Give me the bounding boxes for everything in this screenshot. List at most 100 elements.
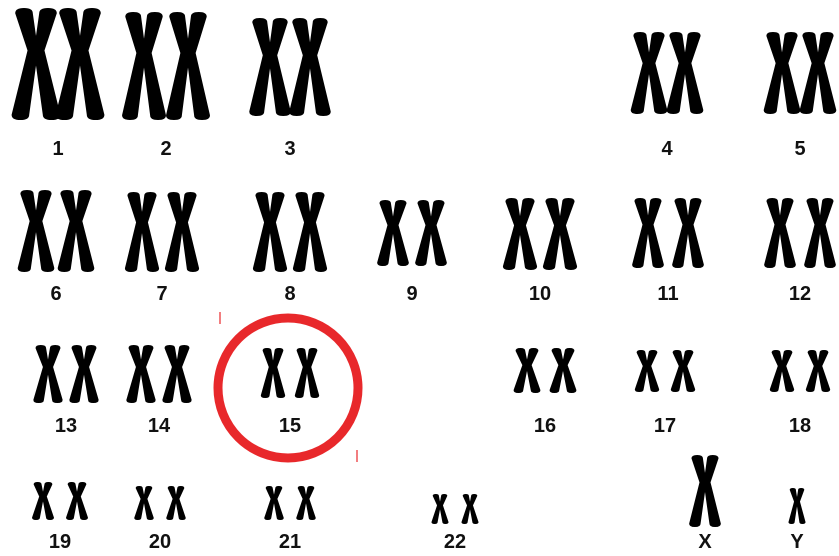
pair-label-4: 4 [661,138,673,160]
chromosome-homolog-a [134,486,154,520]
pair-label-x: X [698,531,712,553]
chromatid [42,482,54,520]
pair-label-13: 13 [55,415,77,437]
centromere [141,497,146,501]
chromosome-homolog-b [461,494,478,524]
centromere [644,364,650,369]
chromosome-x [689,455,721,527]
chromatid [33,345,49,403]
chromatid [704,455,721,527]
chromatid [296,486,307,520]
chromatid [264,486,275,520]
chromatid [268,18,291,116]
centromere [813,60,823,67]
pair-label-1: 1 [52,138,63,160]
chromosome-homolog-b [800,32,837,114]
chromosome-set [12,8,837,527]
chromatid [764,32,784,114]
chromosome-homolog-a [32,482,54,520]
chromatid [816,32,836,114]
centromere [523,362,530,367]
chromosome-homolog-b [543,198,577,270]
chromatid [377,200,394,266]
chromatid [514,348,529,393]
chromatid [780,32,800,114]
chromosome-pair-1 [12,8,105,120]
chromatid [647,198,664,268]
pair-label-11: 11 [657,283,678,305]
chromatid [817,350,830,392]
chromosome-pair-4 [631,32,704,114]
chromosome-homolog-a [764,32,801,114]
chromatid [122,12,146,120]
chromatid [764,198,781,268]
chromatid [56,8,82,120]
centromere [266,219,275,226]
chromosome-y [788,488,805,524]
chromatid [166,12,190,120]
chromosome-pair-22 [431,494,478,524]
chromatid [269,192,288,272]
chromosome-homolog-a [431,494,448,524]
centromere [427,222,435,228]
pair-label-17: 17 [654,415,676,437]
pair-label-2: 2 [160,138,171,160]
chromosome-pair-12 [764,198,836,268]
centromere [138,219,147,226]
pair-label-18: 18 [789,415,811,437]
chromosome-homolog-b [295,348,319,398]
pair-label-5: 5 [794,138,805,160]
chromosome-pair-15 [261,348,319,398]
chromosome-homolog-b [415,200,447,266]
chromosome-pair-5 [764,32,837,114]
chromosome-pair-2 [122,12,210,120]
chromosome-homolog-a [126,345,155,403]
chromosome-homolog-a [635,350,659,392]
chromosome-homolog-b [672,198,704,268]
pair-label-6: 6 [50,283,61,305]
chromatid [800,32,820,114]
pair-label-16: 16 [534,415,556,437]
chromosome-pair-3 [249,18,330,116]
chromosome-homolog-b [804,198,836,268]
chromosome-homolog-a [514,348,541,393]
chromosome-homolog-b [69,345,98,403]
chromatid [34,190,54,272]
chromatid [469,494,478,524]
centromere [31,218,41,225]
centromere [815,364,821,369]
chromatid [439,494,448,524]
chromatid [796,488,805,524]
chromatid [632,198,649,268]
chromatid [181,192,200,272]
centromere [438,504,442,507]
chromatid [672,198,689,268]
chromosome-homolog-b [165,192,199,272]
chromosome-pair-19 [32,482,88,520]
chromosome-homolog-b [58,190,95,272]
chromatid [646,350,659,392]
chromosome-pair-6 [18,190,95,272]
chromosome-pair-20 [134,486,186,520]
pair-label-7: 7 [156,283,167,305]
chromosome-homolog-a [264,486,284,520]
centromere [173,497,178,501]
chromatid [306,348,319,398]
chromosome-homolog-a [18,190,55,272]
chromatid [58,190,78,272]
chromatid [141,192,160,272]
chromosome-homolog-a [503,198,537,270]
chromatid [683,32,703,114]
chromatid [415,200,432,266]
chromosome-pair-17 [635,350,695,392]
chromosome-homolog-a [12,8,61,120]
centromere [44,364,52,370]
chromatid [47,345,63,403]
chromosome-homolog-a [261,348,285,398]
pair-label-10: 10 [529,283,551,305]
chromosome-homolog-b [550,348,577,393]
chromatid [126,345,142,403]
centromere [74,494,80,498]
chromosome-homolog-a [631,32,668,114]
